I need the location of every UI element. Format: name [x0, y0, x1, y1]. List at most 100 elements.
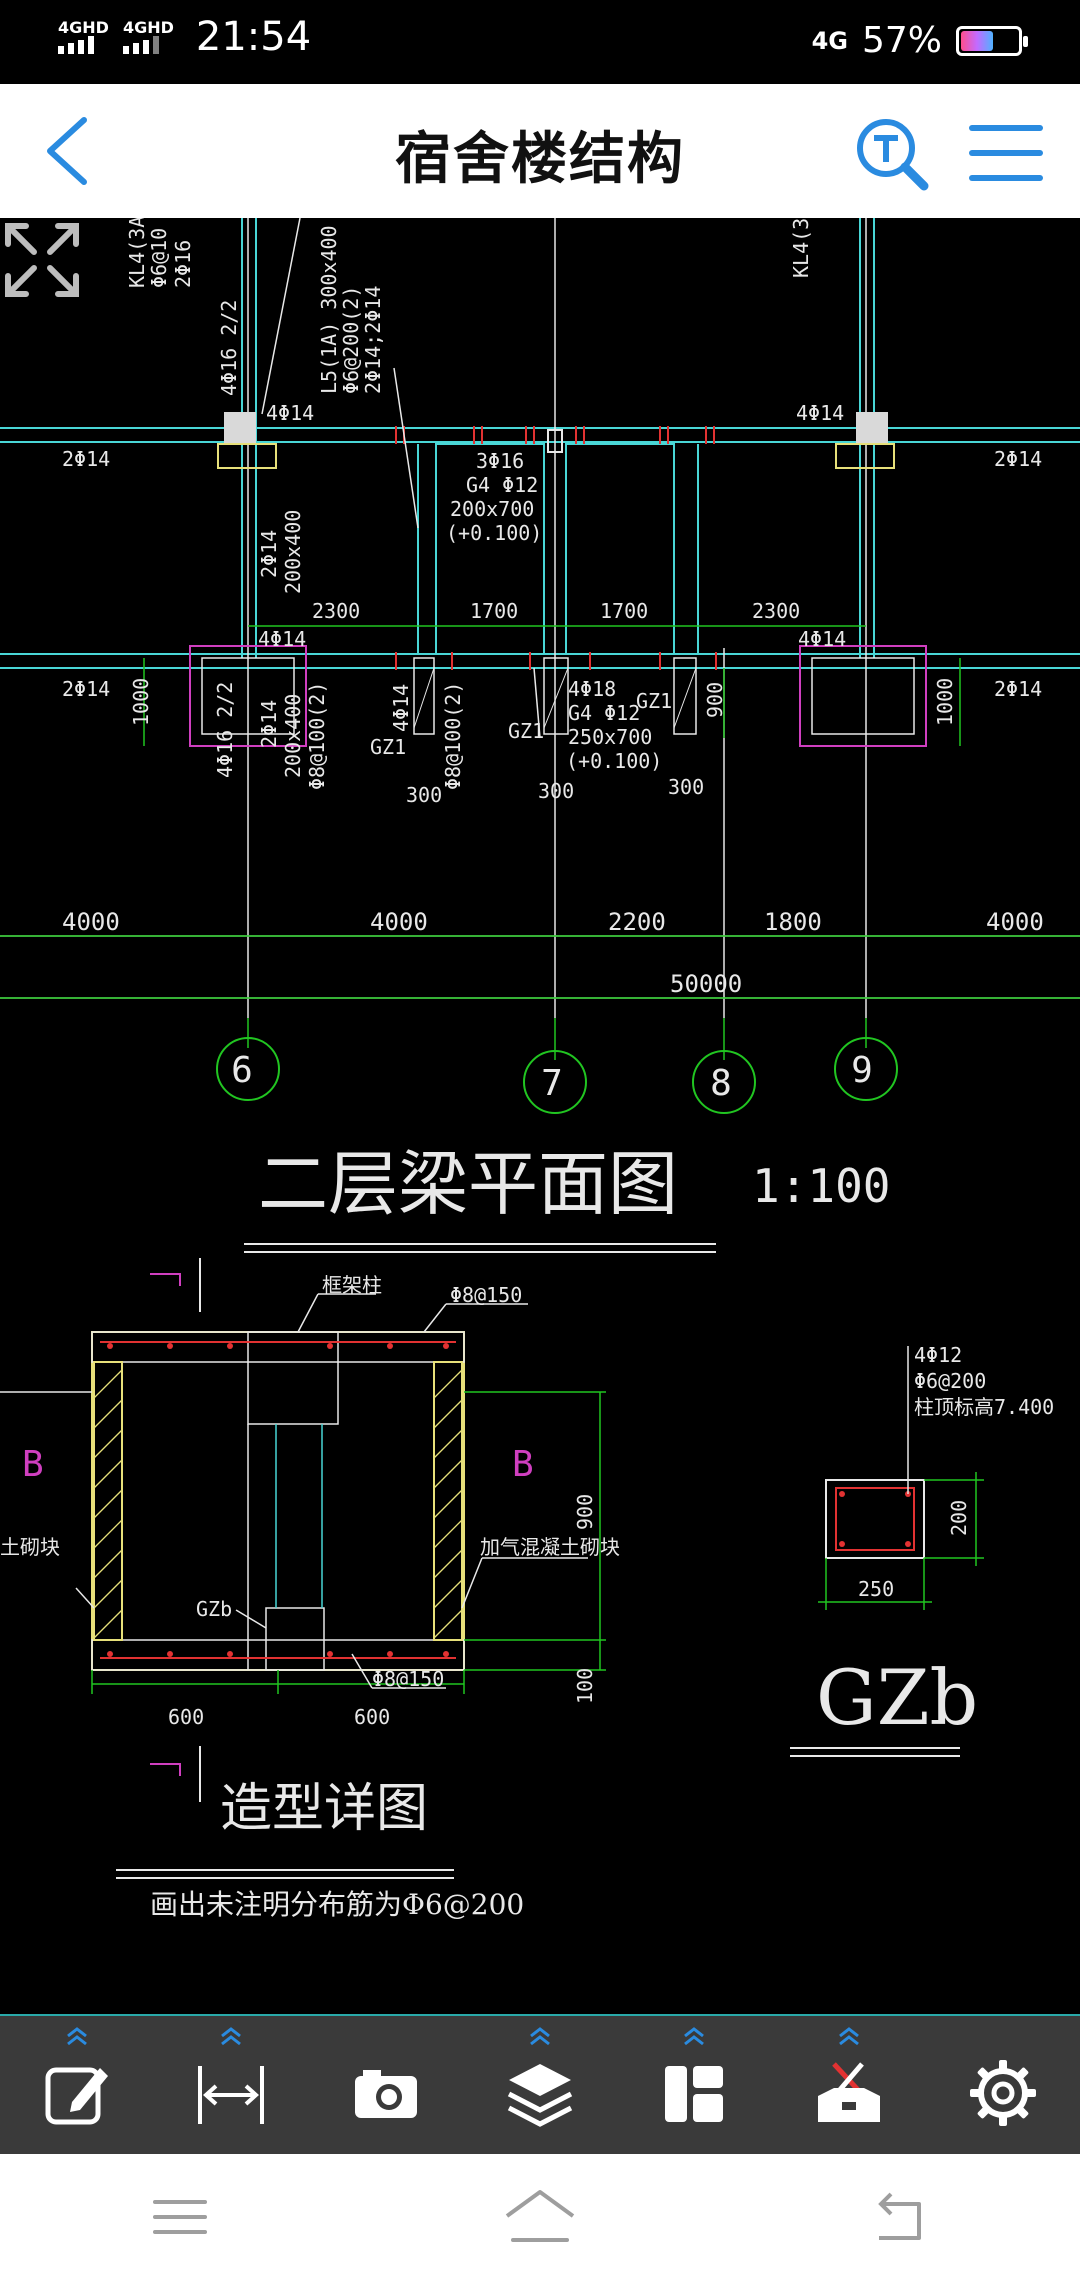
layers-icon: [507, 2064, 573, 2127]
layout-icon: [665, 2066, 724, 2122]
fullscreen-icon[interactable]: [0, 218, 84, 302]
col2-4phi14-b: 4Φ14: [798, 627, 846, 651]
v-2phi14-b: 2Φ14: [257, 700, 281, 748]
layers-tool-button[interactable]: [463, 2016, 617, 2156]
dim-1000-b: 1000: [933, 678, 957, 726]
leaders: [261, 218, 541, 739]
total-dim: 50000: [670, 970, 742, 998]
gear-icon: [969, 2060, 1036, 2126]
dim-1700-a: 1700: [470, 599, 518, 623]
kl4-left-stirrup: Φ6@10: [147, 228, 171, 288]
layout-tool-button[interactable]: [617, 2016, 771, 2156]
menu-icon[interactable]: [966, 118, 1046, 188]
camera-tool-button[interactable]: [309, 2016, 463, 2156]
b2-g4: G4 Φ12: [568, 701, 640, 725]
system-navigation-bar: [0, 2154, 1080, 2280]
phi8-bottom-label: Φ8@150: [372, 1667, 444, 1691]
section-b-left: B: [22, 1444, 44, 1485]
dim-row-4: 1800: [764, 908, 822, 936]
network-label-1: 4GHD: [58, 18, 109, 37]
cad-drawing[interactable]: 6 7 8 9 KL4(3A) Φ6@10 2Φ16 KL4(3) L5(1A)…: [0, 218, 1080, 2014]
gzb-detail: [790, 1346, 984, 1757]
left-block-label: 土砌块: [0, 1535, 60, 1559]
l5-rebar: 2Φ14;2Φ14: [361, 286, 385, 394]
bottom-toolbar: [0, 2014, 1080, 2156]
dim-600-b: 600: [354, 1705, 390, 1729]
network-type-right: 4G: [811, 26, 848, 55]
gz1-a: GZ1: [370, 735, 406, 759]
col-4phi14-a: 4Φ14: [266, 401, 314, 425]
dim-300-a: 300: [406, 783, 442, 807]
dim-300-c: 300: [668, 775, 704, 799]
clock: 21:54: [195, 14, 312, 60]
chevron-up-icon: [684, 2027, 705, 2046]
detail-note: 画出未注明分布筋为Φ6@200: [150, 1888, 524, 1921]
recent-apps-icon[interactable]: [135, 2182, 225, 2252]
beam-3phi16: 3Φ16: [476, 449, 524, 473]
chevron-up-icon: [221, 2027, 242, 2046]
dim-row-3: 2200: [608, 908, 666, 936]
left2-2phi14: 2Φ14: [62, 677, 110, 701]
back-nav-icon[interactable]: [855, 2182, 945, 2252]
battery-icon: [956, 25, 1028, 56]
battery-percent: 57%: [861, 20, 942, 61]
b2-size: 250x700: [568, 725, 652, 749]
measure-tool-button[interactable]: [154, 2016, 308, 2156]
chevron-up-icon: [67, 2027, 88, 2046]
col2-4phi14-a: 4Φ14: [258, 627, 306, 651]
right-block-label: 加气混凝土砌块: [480, 1535, 620, 1559]
v-phi8-100: Φ8@100(2): [305, 682, 329, 790]
dim-2300-a: 2300: [312, 599, 360, 623]
beam-g4: G4 Φ12: [466, 473, 538, 497]
detail-labels: 框架柱 Φ8@150 Φ8@150 土砌块 加气混凝土砌块 GZb 600 60…: [0, 1273, 620, 1729]
gzb-line-1: 4Φ12: [914, 1343, 962, 1367]
gzb-dim-200: 200: [947, 1500, 971, 1536]
home-icon[interactable]: [495, 2182, 585, 2252]
signal-bars-icon-2: [122, 36, 174, 54]
center-lines: [0, 218, 1080, 1018]
gzb-label: GZb: [196, 1597, 232, 1621]
right-2phi14: 2Φ14: [994, 447, 1042, 471]
signal-bars-icon: [58, 36, 109, 54]
v-200x400: 200x400: [281, 510, 305, 594]
back-icon[interactable]: [36, 114, 106, 188]
phi8-top-label: Φ8@150: [450, 1283, 522, 1307]
network-label-2: 4GHD: [122, 18, 174, 37]
text-search-icon[interactable]: [852, 114, 932, 194]
dim-row-2: 4000: [370, 908, 428, 936]
dim-100-v: 100: [573, 1668, 597, 1704]
gzb-title: GZb: [816, 1653, 978, 1742]
axis-label-group: 6 7 8 9: [231, 1050, 873, 1104]
columns: [189, 412, 927, 747]
settings-tool-button[interactable]: [926, 2016, 1080, 2156]
beam-size: 200x700: [450, 497, 534, 521]
v-2phi14: 2Φ14: [257, 530, 281, 578]
axis-label-9: 9: [851, 1050, 873, 1091]
toolbox-tool-button[interactable]: [771, 2016, 925, 2156]
detail-title: 造型详图: [220, 1779, 428, 1839]
axis-label-8: 8: [710, 1063, 732, 1104]
signal-1: 4GHD: [58, 20, 109, 54]
chevron-up-icon: [530, 2027, 550, 2046]
right2-2phi14: 2Φ14: [994, 677, 1042, 701]
status-right: 4G 57%: [811, 20, 1028, 61]
plan-title: 二层梁平面图: [258, 1143, 678, 1225]
drawing-canvas[interactable]: 6 7 8 9 KL4(3A) Φ6@10 2Φ16 KL4(3) L5(1A)…: [0, 218, 1080, 2014]
plan-scale: 1:100: [752, 1159, 890, 1213]
status-bar: 4GHD 4GHD 21:54 4G 57%: [0, 0, 1080, 84]
l5-label: L5(1A) 300x400: [317, 225, 341, 394]
left-2phi14: 2Φ14: [62, 447, 110, 471]
gzb-dim-250: 250: [858, 1577, 894, 1601]
edit-tool-button[interactable]: [0, 2016, 154, 2156]
signal-2: 4GHD: [122, 18, 174, 54]
section-b-right: B: [512, 1444, 534, 1485]
dim-600-a: 600: [168, 1705, 204, 1729]
dim-1700-b: 1700: [600, 599, 648, 623]
dim-900: 900: [703, 682, 727, 718]
v-phi8-100-b: Φ8@100(2): [441, 682, 465, 790]
gzb-line-2: Φ6@200: [914, 1369, 986, 1393]
beam-lines: [0, 218, 1080, 669]
edit-icon: [45, 2067, 109, 2125]
rebar-ticks: [395, 426, 717, 670]
dim-900-v: 900: [573, 1494, 597, 1530]
